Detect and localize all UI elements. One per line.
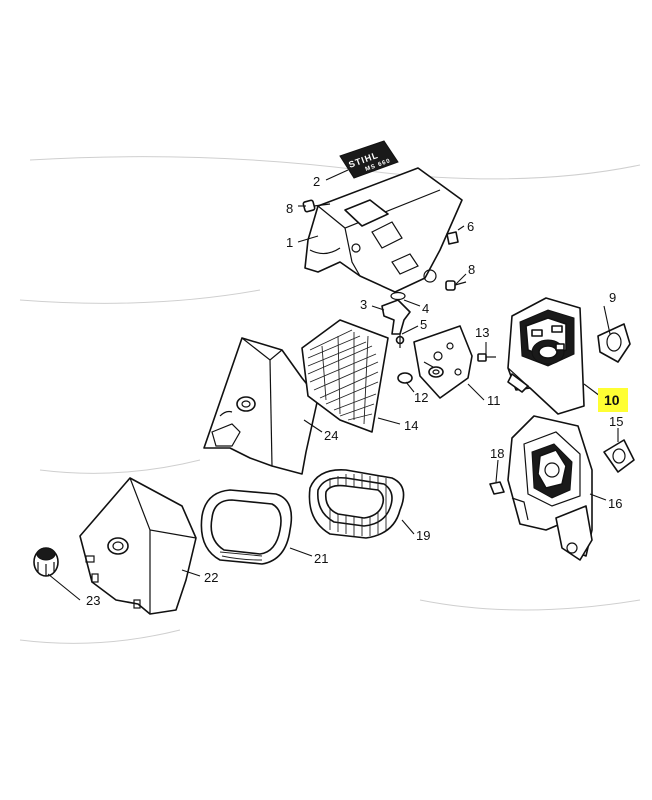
part-15-gasket[interactable]	[603, 439, 635, 473]
part-4-ring[interactable]	[390, 291, 406, 301]
callout-16[interactable]: 16	[608, 496, 622, 511]
callout-11[interactable]: 11	[487, 393, 501, 408]
part-6-plug[interactable]	[446, 231, 459, 245]
part-19-filter-element[interactable]	[308, 469, 405, 539]
callout-1[interactable]: 1	[286, 235, 293, 250]
callout-9[interactable]: 9	[609, 290, 616, 305]
callout-6[interactable]: 6	[467, 219, 474, 234]
callout-2[interactable]: 2	[313, 174, 320, 189]
part-2-logo-badge[interactable]: STIHL MS 660	[339, 140, 399, 179]
part-18-nut[interactable]	[489, 481, 505, 495]
part-1-top-cover[interactable]	[304, 167, 463, 293]
part-12-screws[interactable]	[397, 366, 444, 384]
callout-21[interactable]: 21	[314, 551, 328, 566]
part-8-screw-upper[interactable]	[302, 199, 331, 213]
callout-3[interactable]: 3	[360, 297, 367, 312]
callout-5[interactable]: 5	[420, 317, 427, 332]
part-23-knob[interactable]	[33, 547, 59, 577]
callout-14[interactable]: 14	[404, 418, 418, 433]
callout-8-right[interactable]: 8	[468, 262, 475, 277]
part-22-outer-shroud[interactable]	[79, 477, 197, 615]
callout-labels: 1 2 3 4 5 6 8 8 9 10 11 12 13 14 15 16 1…	[86, 174, 623, 608]
part-3-clamp[interactable]	[381, 299, 411, 335]
part-14-air-filter[interactable]	[301, 319, 389, 433]
callout-12[interactable]: 12	[414, 390, 428, 405]
part-8-screw-right[interactable]	[445, 280, 467, 291]
callout-4[interactable]: 4	[422, 301, 429, 316]
part-24-filter-housing[interactable]	[203, 337, 319, 475]
part-16-filter-base[interactable]	[507, 415, 593, 561]
part-21-band-ring[interactable]	[200, 489, 293, 565]
callout-8-upper[interactable]: 8	[286, 201, 293, 216]
callout-24[interactable]: 24	[324, 428, 338, 443]
leader-lines	[47, 169, 619, 601]
callout-23[interactable]: 23	[86, 593, 100, 608]
callout-15[interactable]: 15	[609, 414, 623, 429]
highlight-box	[598, 388, 628, 412]
callout-10[interactable]: 10	[604, 392, 620, 408]
part-9-gasket[interactable]	[597, 323, 631, 363]
part-13-screw[interactable]	[477, 353, 496, 362]
part-10-carburetor-box[interactable]	[507, 297, 585, 415]
part-5-screw[interactable]	[395, 334, 405, 348]
callout-13[interactable]: 13	[475, 325, 489, 340]
callout-22[interactable]: 22	[204, 570, 218, 585]
callout-19[interactable]: 19	[416, 528, 430, 543]
callout-18[interactable]: 18	[490, 446, 504, 461]
part-11-baffle[interactable]	[413, 325, 473, 399]
